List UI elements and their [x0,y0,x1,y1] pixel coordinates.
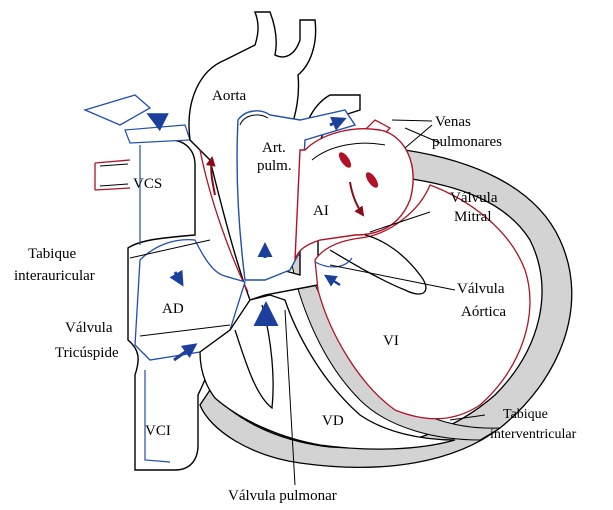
label-valvula-tricuspide-1: Válvula [65,320,113,336]
label-vci: VCI [145,423,171,439]
label-vcs: VCS [133,176,162,192]
label-tabique-interauricular-1: Tabique [28,246,76,262]
label-tabique-interventricular-2: interventricular [490,427,577,442]
label-valvula-aortica-2: Aórtica [461,304,506,320]
label-vd: VD [322,413,344,429]
label-valvula-pulmonar: Válvula pulmonar [228,488,337,504]
label-tabique-interventricular-1: Tabique [503,407,548,422]
label-vi: VI [383,333,399,349]
label-valvula-tricuspide-2: Tricúspide [55,345,119,361]
label-art-pulm-1: Art. [262,140,286,156]
label-art-pulm-2: pulm. [257,158,292,174]
label-ad: AD [162,301,184,317]
label-ai: AI [313,203,329,219]
label-tabique-interauricular-2: interauricular [14,268,95,284]
label-venas-1: Venas [435,114,471,130]
label-valvula-mitral-1: Válvula [450,190,498,206]
label-valvula-mitral-2: Mitral [454,209,492,225]
label-valvula-aortica-1: Válvula [457,281,505,297]
label-venas-2: pulmonares [432,134,502,150]
label-aorta: Aorta [212,88,246,104]
